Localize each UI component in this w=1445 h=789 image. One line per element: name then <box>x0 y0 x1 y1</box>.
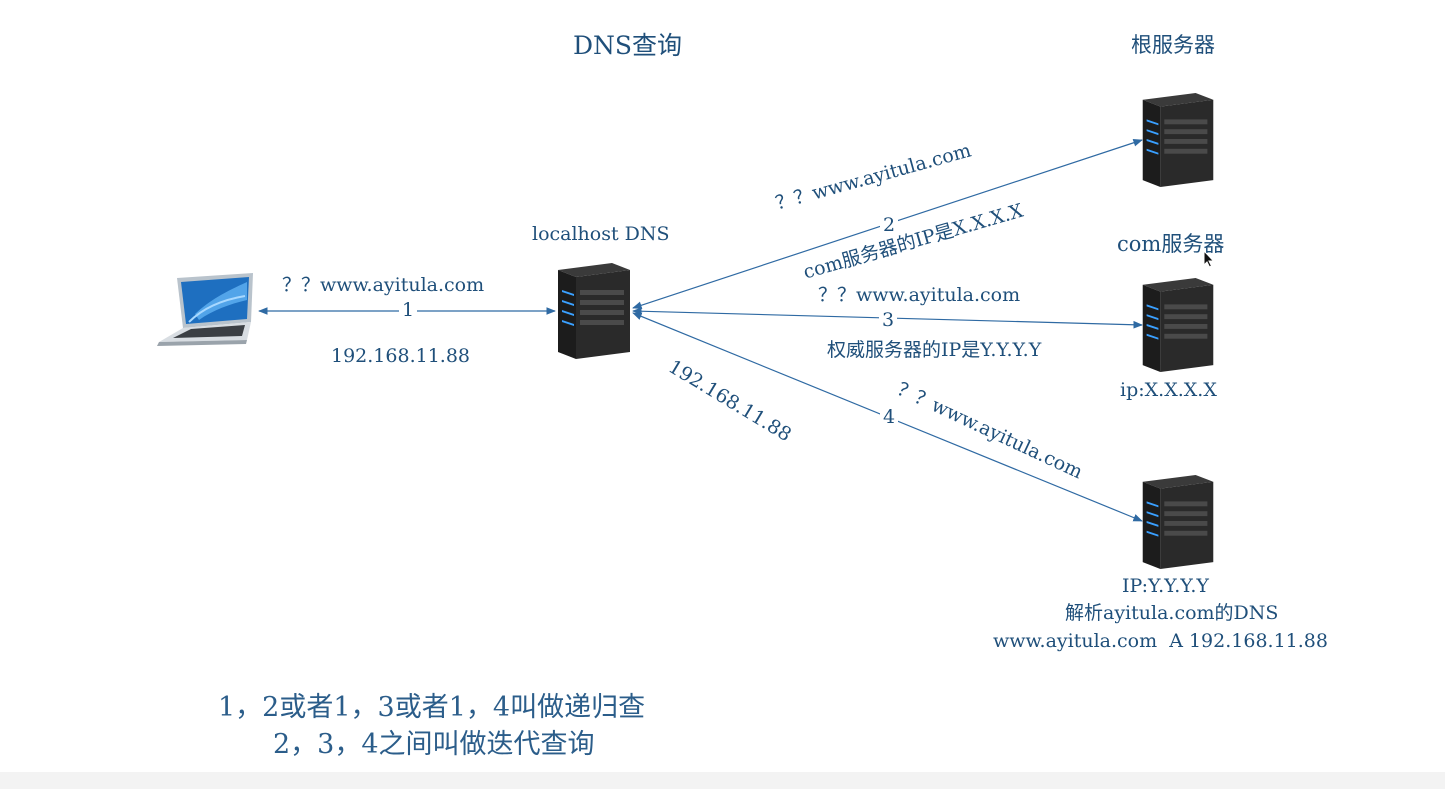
server-icon-authoritative <box>1142 474 1214 570</box>
auth-server-record: www.ayitula.com A 192.168.11.88 <box>993 630 1328 652</box>
client-answer-label: 192.168.11.88 <box>331 345 471 367</box>
bottom-band <box>0 772 1445 789</box>
auth-step-label: 4 <box>880 408 899 427</box>
com-query-label: ？？www.ayitula.com <box>818 284 1021 306</box>
com-step-label: 3 <box>879 311 898 330</box>
auth-server-desc: 解析ayitula.com的DNS <box>1065 602 1279 624</box>
com-server-label: com服务器 <box>1117 232 1225 256</box>
server-icon-local-dns <box>558 263 630 359</box>
note-line-2: 2，3，4之间叫做迭代查询 <box>273 729 595 760</box>
root-step-label: 2 <box>880 216 899 235</box>
root-server-label: 根服务器 <box>1131 33 1215 57</box>
note-line-1: 1，2或者1，3或者1，4叫做递归查 <box>218 692 646 723</box>
com-server-ip: ip:X.X.X.X <box>1120 379 1217 401</box>
server-icon-root <box>1142 92 1214 188</box>
laptop-icon <box>157 273 253 346</box>
auth-server-ip: IP:Y.Y.Y.Y <box>1122 575 1209 597</box>
client-query-label: ？？www.ayitula.com <box>282 274 485 296</box>
client-step-label: 1 <box>399 301 418 320</box>
mouse-cursor-icon <box>1203 250 1215 268</box>
com-answer-label: 权威服务器的IP是Y.Y.Y.Y <box>827 339 1042 361</box>
diagram-title: DNS查询 <box>573 31 683 60</box>
server-icon-com <box>1142 277 1214 373</box>
local-dns-label: localhost DNS <box>532 223 670 245</box>
